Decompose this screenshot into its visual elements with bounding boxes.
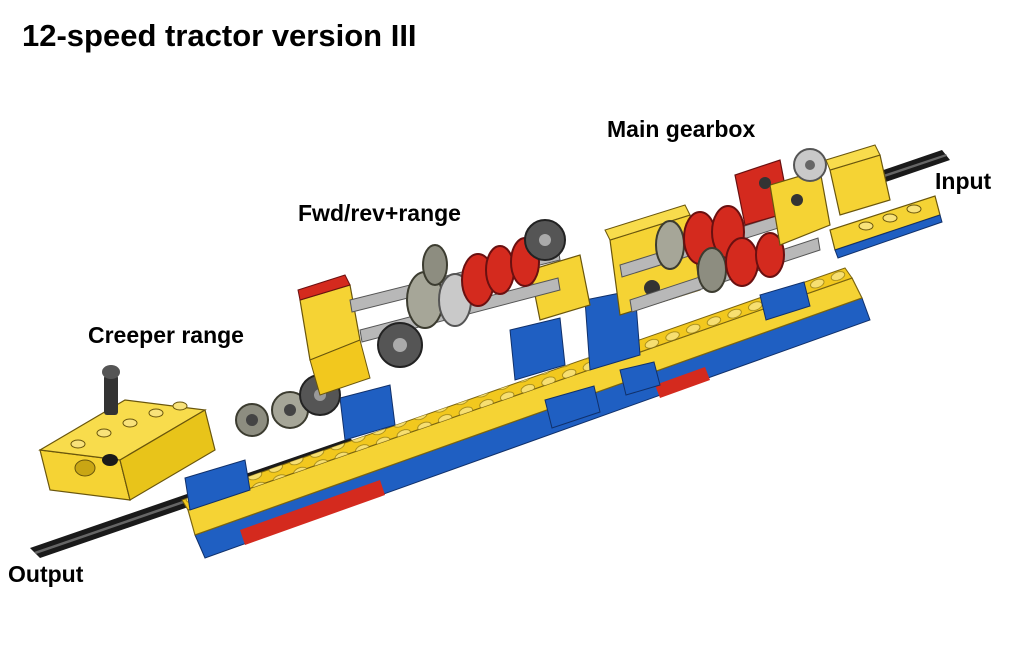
main-gearbox-label: Main gearbox <box>607 116 756 142</box>
fwd-rev-range-label: Fwd/rev+range <box>298 200 461 226</box>
main-frame-rail <box>181 267 871 559</box>
diagram-title: 12-speed tractor version III <box>22 18 417 53</box>
input-label: Input <box>935 168 992 194</box>
main-gearbox <box>604 144 891 316</box>
fwd-rev-range-housing <box>297 219 591 396</box>
output-label: Output <box>8 561 84 587</box>
input-side-rail <box>829 195 943 259</box>
creeper-range-block <box>38 365 216 501</box>
creeper-range-label: Creeper range <box>88 322 244 348</box>
